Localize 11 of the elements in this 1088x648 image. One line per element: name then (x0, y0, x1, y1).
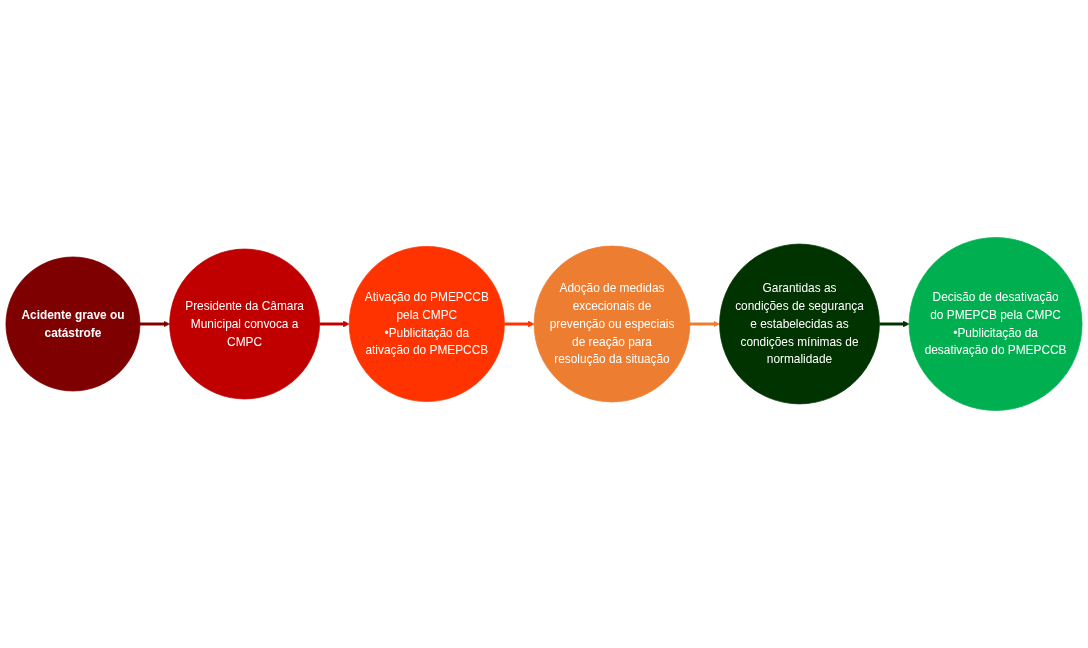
node-circle: Acidente grave ou catástrofe (5, 256, 141, 392)
node-circle: Garantidas as condições de segurança e estabelecidas as condições mínimas de normalidade (719, 243, 880, 405)
arrow (504, 320, 535, 328)
arrow (689, 320, 720, 328)
arrow (879, 320, 910, 328)
arrow (140, 320, 170, 328)
node-circle: Ativação do PMEPCCB pela CMPC •Publicitação da ativação do PMEPCCB (348, 246, 505, 402)
node-circle: Adoção de medidas excecionais de prevenção ou especiais de reação para resolução da situação (533, 245, 691, 403)
node-circle: Presidente da Câmara Municipal convoca a CMPC (169, 248, 320, 400)
node-circle: Decisão de desativação do PMEPCB pela CMPC •Publicitação da desativação do PMEPCCB (908, 237, 1083, 411)
arrow (319, 320, 350, 328)
